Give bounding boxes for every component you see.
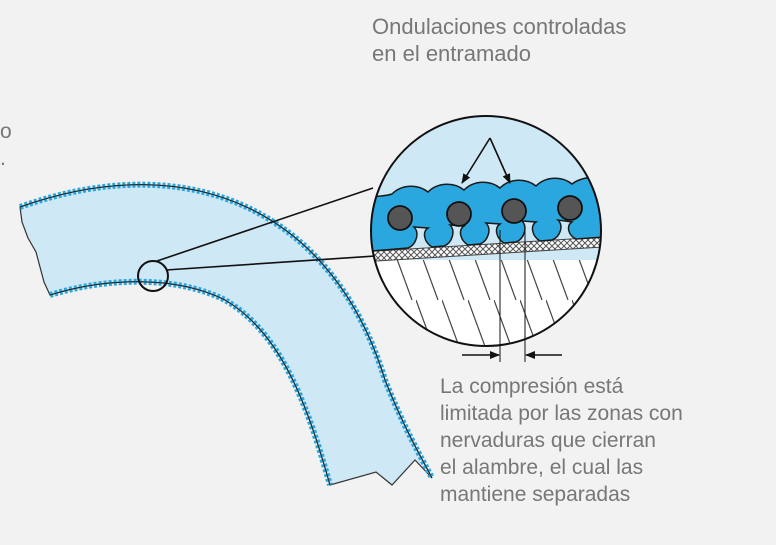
compression-caption-line: el alambre, el cual las <box>440 456 644 479</box>
undulations-caption-line: en el entramado <box>372 41 531 66</box>
arrow-undulation-right <box>489 137 511 184</box>
compression-caption: La compresión está limitada por las zona… <box>440 373 683 508</box>
magnified-detail <box>370 115 602 347</box>
undulations-caption-line: Ondulaciones controladas <box>372 14 627 39</box>
gasket-segment <box>18 181 435 486</box>
undulations-caption: Ondulaciones controladas en el entramado <box>372 13 626 67</box>
detail-marker-circle <box>137 260 169 292</box>
compression-caption-line: limitada por las zonas con <box>440 402 683 425</box>
cropped-left-text-line: . <box>0 147 6 170</box>
leader-line-upper <box>156 187 374 262</box>
compression-caption-line: La compresión está <box>440 375 624 398</box>
compression-caption-line: mantiene separadas <box>440 483 631 506</box>
cropped-left-text: o . <box>0 118 12 172</box>
cropped-left-text-line: o <box>0 120 12 143</box>
arrow-undulation-left <box>461 137 491 184</box>
leader-line-lower <box>165 254 391 271</box>
compression-caption-line: nervaduras que cierran <box>440 429 656 452</box>
